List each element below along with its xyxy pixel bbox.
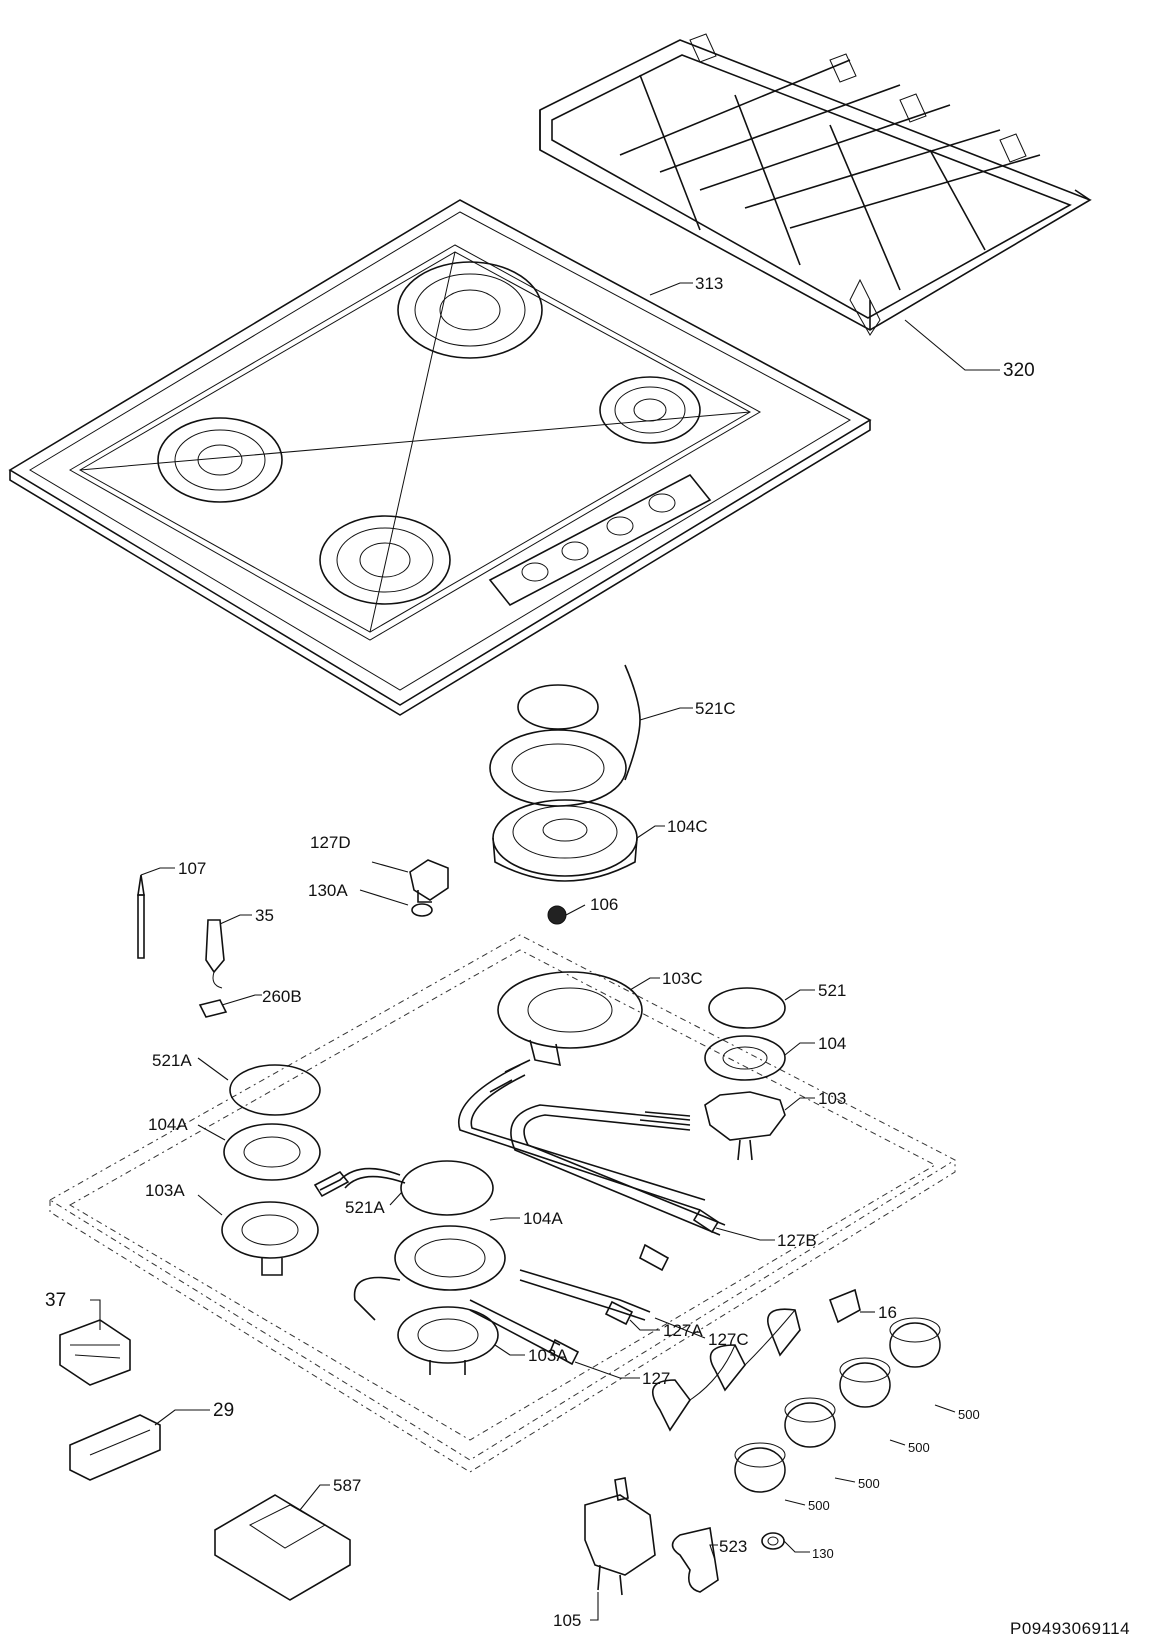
label-127b: 127B: [777, 1231, 817, 1250]
label-521c: 521C: [695, 699, 736, 718]
label-104: 104: [818, 1034, 846, 1053]
label-37: 37: [45, 1290, 66, 1311]
label-105: 105: [553, 1611, 581, 1630]
label-127c: 127C: [708, 1330, 749, 1349]
burner-middle-stack: [313, 1160, 670, 1375]
label-103a-left: 103A: [145, 1181, 185, 1200]
pan-support-grid: [539, 33, 1092, 336]
lower-left-parts: [59, 1319, 351, 1601]
label-313: 313: [695, 274, 723, 293]
leader-lines: [90, 282, 1000, 1621]
label-500-1: 500: [958, 1407, 980, 1422]
label-500-4: 500: [808, 1498, 830, 1513]
label-587: 587: [333, 1476, 361, 1495]
label-16: 16: [878, 1303, 897, 1322]
burner-103c-assembly: [458, 971, 786, 1236]
label-500-3: 500: [858, 1476, 880, 1491]
label-127d: 127D: [310, 833, 351, 852]
triple-crown-burner: [489, 664, 641, 925]
label-260b: 260B: [262, 987, 302, 1006]
label-521a-left: 521A: [152, 1051, 192, 1070]
label-103c: 103C: [662, 969, 703, 988]
label-35: 35: [255, 906, 274, 925]
part-labels: 313 320 521C 104C 127D 130A 106 107 35 2…: [45, 274, 1035, 1630]
label-130: 130: [812, 1546, 834, 1561]
lower-right-parts: [584, 1288, 941, 1596]
label-127: 127: [642, 1369, 670, 1388]
label-104c: 104C: [667, 817, 708, 836]
burner-left-stack: [221, 1064, 321, 1276]
label-103: 103: [818, 1089, 846, 1108]
label-107: 107: [178, 859, 206, 878]
label-523: 523: [719, 1537, 747, 1556]
label-127a: 127A: [663, 1321, 703, 1340]
label-500-2: 500: [908, 1440, 930, 1455]
label-103a-mid: 103A: [528, 1346, 568, 1365]
label-104a-mid: 104A: [523, 1209, 563, 1228]
diagram-reference-code: P09493069114: [1010, 1619, 1130, 1638]
label-104a-left: 104A: [148, 1115, 188, 1134]
label-521a-mid: 521A: [345, 1198, 385, 1217]
label-106: 106: [590, 895, 618, 914]
small-parts-upper-left: [137, 859, 449, 1018]
label-29: 29: [213, 1400, 234, 1421]
label-320: 320: [1003, 360, 1035, 381]
chassis-outline: [49, 934, 957, 1473]
hob-top-plate: [8, 199, 872, 716]
label-521: 521: [818, 981, 846, 1000]
label-130a: 130A: [308, 881, 348, 900]
